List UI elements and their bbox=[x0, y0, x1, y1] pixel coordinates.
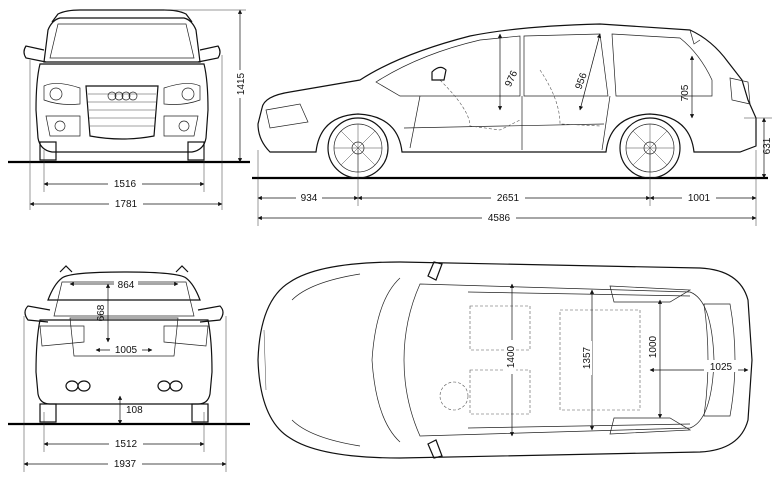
front-overhang-label: 934 bbox=[301, 193, 318, 204]
rear-window-width-label: 864 bbox=[118, 280, 135, 291]
rear-track-label: 1512 bbox=[115, 439, 138, 450]
mirror-width-label: 1937 bbox=[114, 459, 137, 470]
rear-shoulder-width-label: 1357 bbox=[582, 346, 593, 369]
rear-view: 864 668 1005 108 1512 1937 bbox=[8, 265, 250, 472]
front-headroom-label: 976 bbox=[503, 69, 520, 89]
cargo-width-label: 1000 bbox=[648, 335, 659, 358]
front-shoulder-width-label: 1400 bbox=[506, 345, 517, 368]
ground-to-sill-label: 631 bbox=[762, 137, 773, 154]
rear-overhang-label: 1001 bbox=[688, 193, 711, 204]
side-view: 976 956 705 631 934 2651 1001 4586 bbox=[252, 23, 773, 226]
tailgate-opening-width-label: 1005 bbox=[115, 345, 138, 356]
height-label: 1415 bbox=[236, 72, 247, 95]
rear-window-height-label: 668 bbox=[96, 304, 107, 321]
load-height-label: 705 bbox=[680, 84, 691, 101]
front-width-label: 1781 bbox=[115, 199, 138, 210]
front-view: 1516 1781 1415 bbox=[8, 9, 250, 210]
top-view: 1400 1357 1000 1025 bbox=[257, 261, 753, 459]
ground-clearance-label: 108 bbox=[126, 405, 143, 416]
rear-headroom-label: 956 bbox=[574, 71, 590, 91]
overall-length-label: 4586 bbox=[488, 213, 511, 224]
cargo-length-label: 1025 bbox=[710, 362, 733, 373]
front-track-label: 1516 bbox=[114, 179, 137, 190]
wheelbase-label: 2651 bbox=[497, 193, 520, 204]
